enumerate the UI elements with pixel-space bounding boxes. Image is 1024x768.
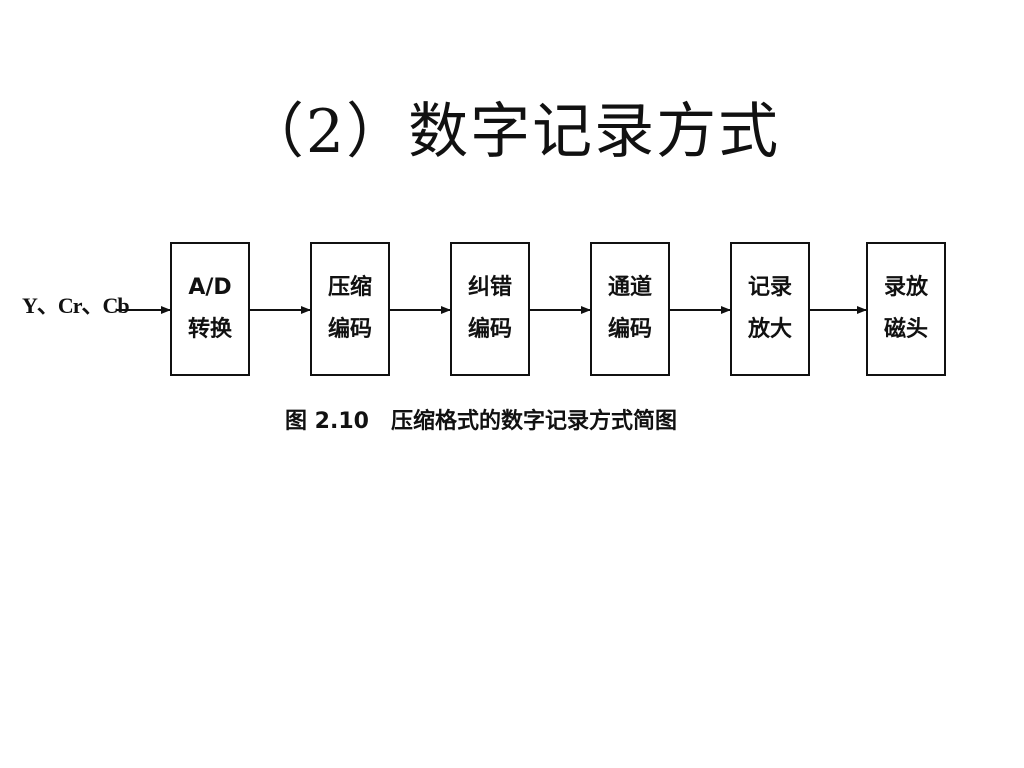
block-label-line1: 纠错: [467, 275, 512, 300]
block-label-line2: 编码: [467, 317, 512, 342]
figure-number: 图 2.10: [285, 409, 369, 434]
block-label-line2: 转换: [187, 317, 232, 342]
slide-title: （2）数字记录方式: [243, 97, 781, 167]
block-diagram: Y、Cr、Cb A/D 转换 压缩 编码 纠错 编码 通道 编码 记录 放大 录…: [0, 230, 1024, 390]
block-label-line1: A/D: [188, 275, 232, 300]
arrows-layer: [116, 306, 867, 314]
block-error-correction-coding: 纠错 编码: [450, 242, 530, 376]
block-label-line1: 通道: [607, 275, 652, 300]
block-ad-conversion: A/D 转换: [170, 242, 250, 376]
block-recording-amplifier: 记录 放大: [730, 242, 810, 376]
block-channel-coding: 通道 编码: [590, 242, 670, 376]
input-signal-label: Y、Cr、Cb: [22, 293, 130, 318]
block-record-playback-head: 录放 磁头: [866, 242, 946, 376]
block-label-line2: 编码: [607, 317, 652, 342]
block-label-line2: 编码: [327, 317, 372, 342]
block-label-line2: 放大: [747, 317, 792, 342]
block-label-line2: 磁头: [883, 317, 928, 342]
block-label-line1: 压缩: [327, 275, 372, 300]
block-compression-coding: 压缩 编码: [310, 242, 390, 376]
block-label-line1: 记录: [747, 275, 792, 300]
figure-caption: 图 2.10 压缩格式的数字记录方式简图: [285, 404, 677, 440]
block-label-line1: 录放: [883, 275, 928, 300]
figure-caption-text: 压缩格式的数字记录方式简图: [390, 409, 677, 434]
